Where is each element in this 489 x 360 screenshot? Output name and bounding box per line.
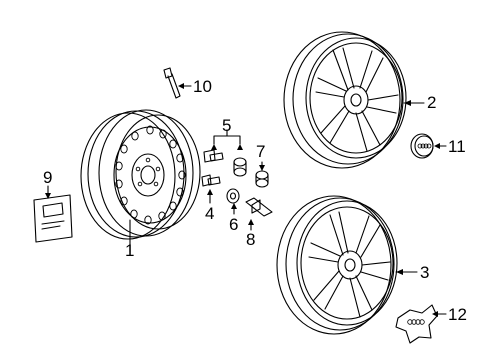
wheel-nut: 7	[255, 142, 269, 188]
callout-11: 11	[448, 137, 466, 156]
tpms-valve: 10	[163, 67, 212, 99]
lock-nut: 6	[226, 188, 240, 234]
bolt-group: 5	[203, 116, 247, 177]
callout-8: 8	[246, 230, 255, 249]
callout-5: 5	[222, 116, 231, 135]
center-cap: 11	[410, 133, 466, 159]
spokes	[315, 47, 399, 152]
callout-10: 10	[193, 77, 212, 96]
callout-2: 2	[427, 93, 436, 112]
sleeve-nut	[233, 157, 247, 177]
vent-holes	[115, 125, 186, 225]
callout-1: 1	[125, 241, 134, 260]
bolt-cap: 8	[245, 197, 273, 249]
alloy-wheel-upper: 2	[283, 31, 436, 169]
callout-4: 4	[205, 204, 214, 223]
alloy-wheel-lower: 3	[276, 195, 429, 335]
callout-12: 12	[448, 305, 467, 324]
hub-cap: 12	[395, 304, 467, 344]
callout-7: 7	[256, 142, 265, 161]
bolt	[203, 149, 224, 163]
callout-3: 3	[420, 263, 429, 282]
lug-bolt: 4	[201, 174, 221, 223]
info-label: 9	[33, 168, 73, 243]
steel-spare-wheel: 1	[80, 109, 201, 260]
spokes	[308, 211, 391, 318]
callout-6: 6	[229, 215, 238, 234]
bolt-holes	[135, 157, 161, 187]
callout-9: 9	[43, 168, 52, 187]
